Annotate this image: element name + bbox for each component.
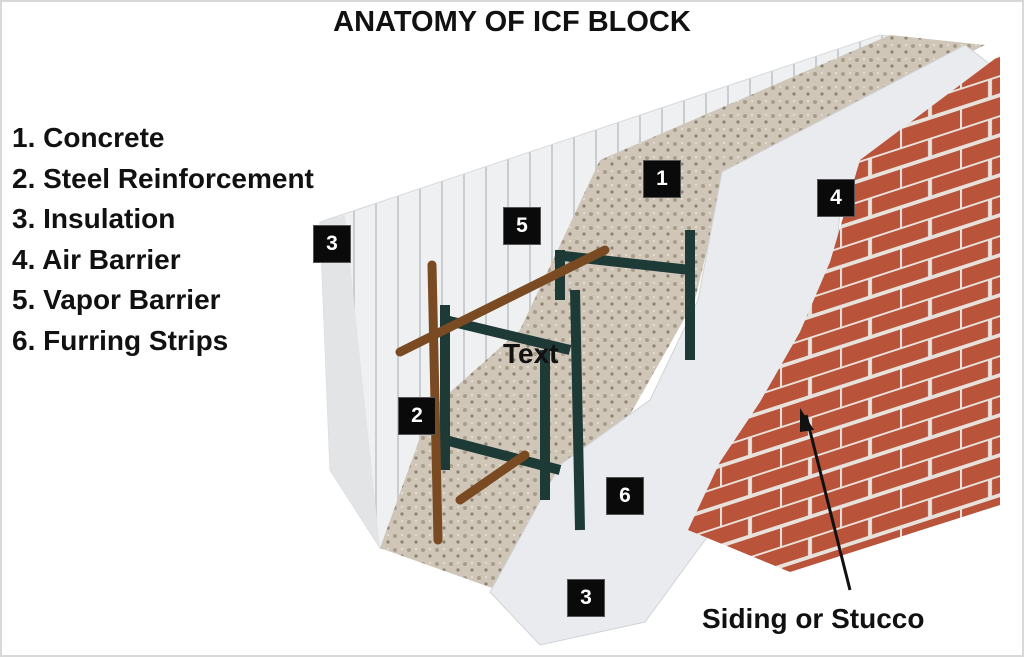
badge-2: 2 bbox=[398, 397, 436, 435]
legend-item-insulation: 3. Insulation bbox=[12, 203, 176, 234]
badge-3-back: 3 bbox=[313, 225, 351, 263]
legend: 1. Concrete 2. Steel Reinforcement 3. In… bbox=[12, 118, 314, 361]
back-panel-side bbox=[320, 215, 380, 548]
callout-arrow bbox=[804, 414, 852, 591]
legend-item-concrete: 1. Concrete bbox=[12, 122, 165, 153]
overlay-text: Text bbox=[503, 338, 559, 369]
badge-6: 6 bbox=[606, 477, 644, 515]
badge-1: 1 bbox=[643, 160, 681, 198]
legend-item-furring: 6. Furring Strips bbox=[12, 324, 229, 356]
arrow-head bbox=[800, 408, 814, 432]
brick-veneer bbox=[688, 55, 1000, 572]
diagram-title: ANATOMY OF ICF BLOCK bbox=[333, 6, 691, 38]
badge-4: 4 bbox=[817, 179, 855, 217]
legend-item-vapor-barrier: 5. Vapor Barrier bbox=[12, 284, 221, 315]
badge-3-front: 3 bbox=[567, 579, 605, 617]
siding-callout: Siding or Stucco bbox=[702, 603, 925, 634]
badge-5: 5 bbox=[503, 207, 541, 245]
legend-item-air-barrier: 4. Air Barrier bbox=[12, 243, 181, 275]
legend-item-steel: 2. Steel Reinforcement bbox=[12, 162, 314, 194]
